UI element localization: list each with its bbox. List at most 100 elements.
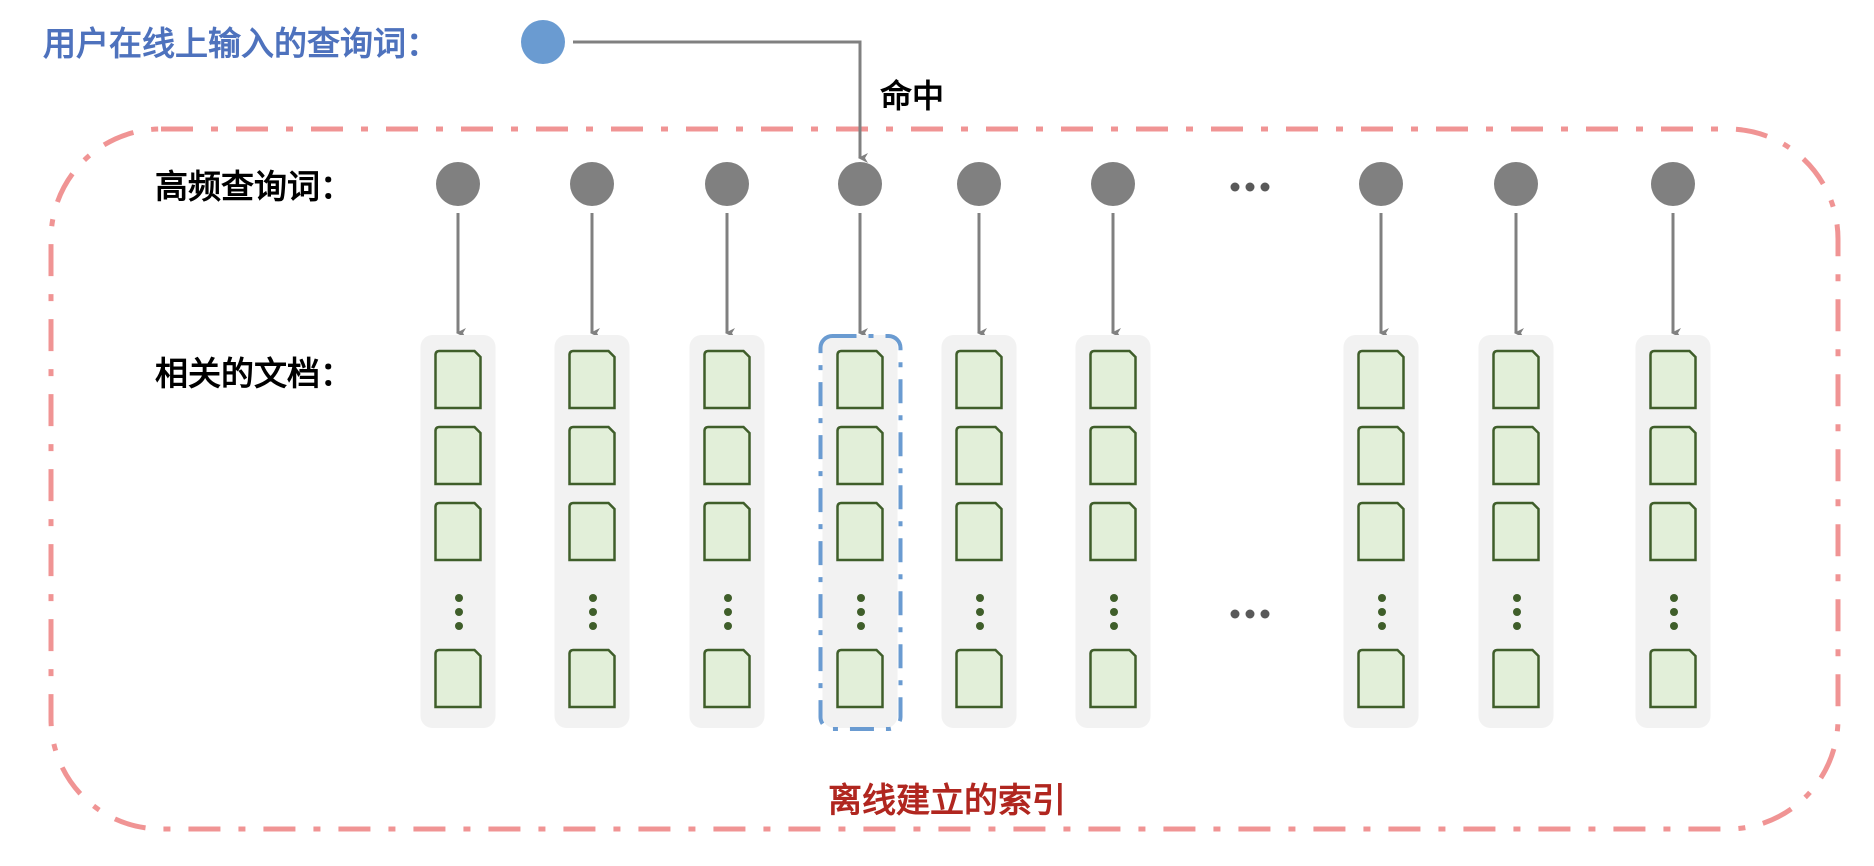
frequent-query-node — [570, 162, 614, 206]
document-icon — [955, 349, 1003, 410]
document-icon — [434, 648, 482, 709]
ellipsis-dot — [1260, 182, 1270, 192]
document-icon — [1492, 501, 1540, 562]
document-icon — [434, 349, 482, 410]
ellipsis-dot — [1513, 622, 1521, 630]
document-icon — [434, 425, 482, 486]
ellipsis-dot — [1260, 609, 1270, 619]
vertical-ellipsis-icon — [857, 594, 865, 630]
document-icon — [703, 648, 751, 709]
ellipsis-dot — [857, 608, 865, 616]
document-icon — [836, 648, 884, 709]
ellipsis-dot — [1513, 608, 1521, 616]
document-icon — [703, 501, 751, 562]
document-icon — [955, 648, 1003, 709]
document-icon — [1649, 425, 1697, 486]
document-icon — [1492, 349, 1540, 410]
ellipsis-dot — [1670, 622, 1678, 630]
vertical-ellipsis-icon — [1670, 594, 1678, 630]
user-query-label: 用户在线上输入的查询词： — [43, 24, 439, 63]
ellipsis-dot — [1230, 609, 1240, 619]
offline-index-caption: 离线建立的索引 — [828, 781, 1066, 821]
ellipsis-dot — [1110, 608, 1118, 616]
vertical-ellipsis-icon — [1378, 594, 1386, 630]
user-query-node — [521, 20, 565, 64]
vertical-ellipsis-icon — [589, 594, 597, 630]
related-docs-label: 相关的文档： — [155, 354, 353, 393]
ellipsis-dot — [724, 622, 732, 630]
document-icon — [836, 425, 884, 486]
document-icon — [1089, 425, 1137, 486]
document-icon — [1357, 425, 1405, 486]
ellipsis-dot — [1670, 608, 1678, 616]
document-icon — [1649, 501, 1697, 562]
frequent-query-node — [1359, 162, 1403, 206]
ellipsis-dot — [1378, 608, 1386, 616]
document-icon — [568, 501, 616, 562]
hit-docs-highlight — [818, 334, 903, 731]
document-icon — [568, 648, 616, 709]
document-icon — [1357, 648, 1405, 709]
vertical-ellipsis-icon — [976, 594, 984, 630]
ellipsis-dot — [589, 608, 597, 616]
document-icon — [568, 349, 616, 410]
query-column-2 — [554, 162, 630, 728]
offline-index-boundary — [48, 126, 1841, 832]
document-icon — [703, 425, 751, 486]
ellipsis-icon — [1230, 182, 1270, 192]
ellipsis-dot — [1378, 594, 1386, 602]
frequent-query-node — [1091, 162, 1135, 206]
ellipsis-dot — [724, 608, 732, 616]
vertical-ellipsis-icon — [455, 594, 463, 630]
vertical-ellipsis-icon — [1513, 594, 1521, 630]
document-icon — [1089, 648, 1137, 709]
hit-label: 命中 — [880, 77, 944, 115]
ellipsis-dot — [1110, 594, 1118, 602]
query-column-6 — [1075, 162, 1151, 728]
ellipsis-dot — [1230, 182, 1240, 192]
ellipsis-dot — [724, 594, 732, 602]
document-icon — [1089, 501, 1137, 562]
query-column-3 — [689, 162, 765, 728]
frequent-query-node — [1494, 162, 1538, 206]
ellipsis-dot — [857, 622, 865, 630]
document-icon — [955, 501, 1003, 562]
frequent-query-node — [436, 162, 480, 206]
columns-layer — [420, 162, 1711, 731]
ellipsis-dot — [857, 594, 865, 602]
ellipsis-dot — [1670, 594, 1678, 602]
ellipsis-dot — [455, 622, 463, 630]
ellipsis-dot — [1245, 182, 1255, 192]
frequent-query-node — [705, 162, 749, 206]
hit-connector-line — [573, 40, 868, 163]
document-icon — [1649, 648, 1697, 709]
ellipsis-dot — [1513, 594, 1521, 602]
ellipsis-icon — [1230, 609, 1270, 619]
vertical-ellipsis-icon — [724, 594, 732, 630]
frequent-query-node — [957, 162, 1001, 206]
document-icon — [955, 425, 1003, 486]
document-icon — [568, 425, 616, 486]
document-icon — [1357, 349, 1405, 410]
document-icon — [1492, 425, 1540, 486]
ellipsis-dot — [1378, 622, 1386, 630]
document-icon — [1357, 501, 1405, 562]
query-column-8 — [1478, 162, 1554, 728]
document-icon — [1492, 648, 1540, 709]
document-icon — [703, 349, 751, 410]
document-icon — [1089, 349, 1137, 410]
ellipsis-dot — [976, 608, 984, 616]
ellipsis-dot — [589, 594, 597, 602]
ellipsis-dot — [589, 622, 597, 630]
ellipsis-dot — [1245, 609, 1255, 619]
query-column-5 — [941, 162, 1017, 728]
document-icon — [1649, 349, 1697, 410]
query-column-7 — [1343, 162, 1419, 728]
ellipsis-dot — [976, 622, 984, 630]
ellipsis-dot — [1110, 622, 1118, 630]
document-icon — [836, 349, 884, 410]
frequent-queries-label: 高频查询词： — [155, 167, 353, 206]
document-icon — [434, 501, 482, 562]
ellipsis-dot — [455, 608, 463, 616]
